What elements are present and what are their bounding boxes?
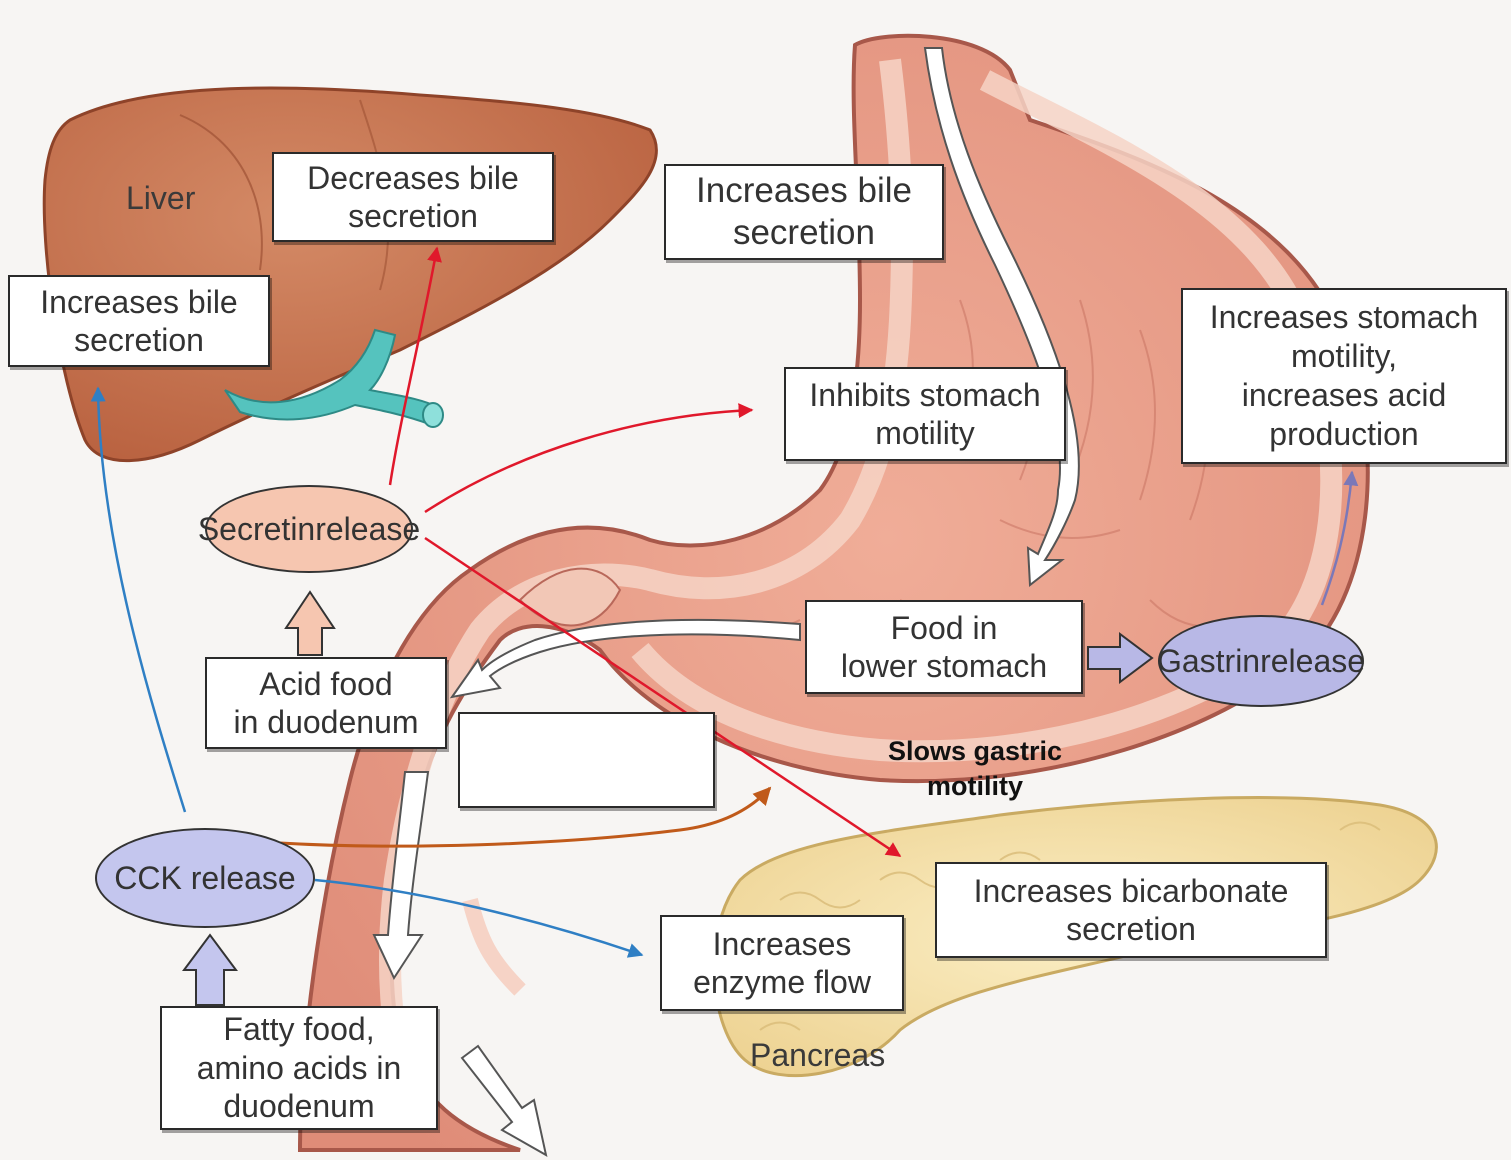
arrow-acid-to-secretin <box>286 592 334 655</box>
box-line: Increases <box>693 925 871 963</box>
box-line: lower stomach <box>841 647 1047 685</box>
box-line: Decreases bile <box>307 159 519 197</box>
box-line: secretion <box>974 910 1289 948</box>
box-line: increases acid <box>1210 376 1479 415</box>
box-line: Inhibits stomach <box>809 376 1040 414</box>
box-line: Increases bicarbonate <box>974 872 1289 910</box>
box-line: secretion <box>40 321 237 359</box>
liver-label: Liver <box>126 180 195 217</box>
box-line: motility, <box>1210 337 1479 376</box>
box-line: enzyme flow <box>693 963 871 1001</box>
pancreas-label: Pancreas <box>750 1037 885 1074</box>
oval-line: Secretin <box>198 511 315 547</box>
box-line: Increases bile <box>40 283 237 321</box>
slows-gastric-motility-label: Slows gastric motility <box>850 734 1100 804</box>
box-line: production <box>1210 415 1479 454</box>
blank-answer-box <box>458 712 715 808</box>
box-line: duodenum <box>197 1087 402 1125</box>
oval-line: Gastrin <box>1157 643 1260 679</box>
secretin-release-oval: Secretinrelease <box>205 485 413 573</box>
box-line: secretion <box>696 212 912 254</box>
oval-line: release <box>1260 643 1365 679</box>
box-line: Food in <box>841 609 1047 647</box>
box-line: Acid food <box>233 665 418 703</box>
arrow-secretin-to-inhibits-stomach <box>425 410 752 512</box>
oval-line: release <box>315 511 420 547</box>
box-line: Increases bile <box>696 170 912 212</box>
cck-release-oval: CCK release <box>95 828 315 928</box>
arrow-fatty-to-cck <box>184 935 236 1005</box>
box-line: amino acids in <box>197 1049 402 1087</box>
box-line: motility <box>809 414 1040 452</box>
box-line: in duodenum <box>233 703 418 741</box>
box-line: Increases stomach <box>1210 298 1479 337</box>
box-line: Fatty food, <box>197 1010 402 1048</box>
gastrin-release-oval: Gastrinrelease <box>1158 615 1364 707</box>
box-line: secretion <box>307 197 519 235</box>
